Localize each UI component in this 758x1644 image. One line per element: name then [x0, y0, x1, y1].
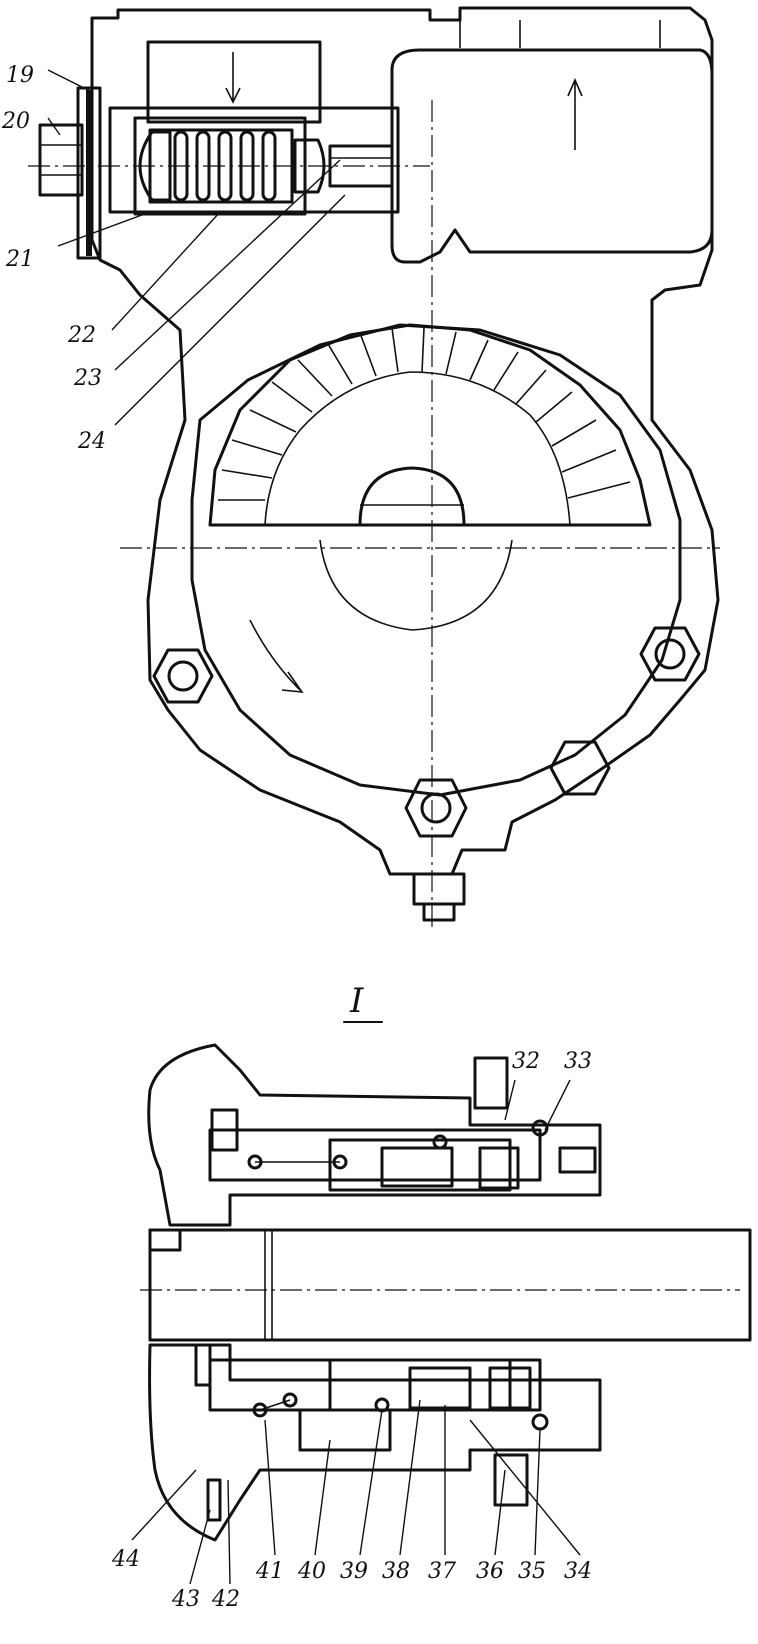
label-21: 21 — [5, 247, 34, 272]
volute-lower — [319, 539, 513, 631]
seal-parts-upper — [247, 1056, 597, 1192]
seal-ring-lower — [408, 1366, 472, 1410]
shaft-end-block — [148, 1228, 182, 1252]
part-numbers-top: 19 20 21 22 23 24 — [1, 63, 106, 454]
bolt-left — [152, 648, 214, 704]
label-43: 43 — [171, 1587, 200, 1612]
label-23: 23 — [73, 366, 102, 391]
label-39: 39 — [340, 1559, 368, 1584]
seal-housing-lower — [148, 1343, 602, 1542]
shaft — [148, 1228, 752, 1342]
outlet-cavity — [390, 48, 714, 264]
flange-upper — [473, 1056, 509, 1110]
label-33: 33 — [564, 1049, 592, 1074]
label-36: 36 — [476, 1559, 504, 1584]
leader-lines-bottom — [131, 1079, 581, 1585]
label-19: 19 — [6, 63, 34, 88]
seal-ring-upper — [380, 1146, 454, 1188]
label-20: 20 — [1, 109, 30, 134]
inlet-cavity — [146, 40, 322, 124]
housing-outer — [90, 6, 720, 876]
plug-20 — [38, 123, 84, 197]
set-screw — [558, 1146, 597, 1174]
label-41: 41 — [255, 1559, 284, 1584]
label-37: 37 — [428, 1559, 456, 1584]
pump-housing-section — [28, 6, 720, 930]
seal-housing-upper — [147, 1043, 602, 1227]
seal-parts-lower — [252, 1358, 549, 1507]
bolt-lower-right — [549, 740, 611, 796]
label-38: 38 — [382, 1559, 410, 1584]
impeller-vanes — [218, 327, 631, 501]
spring-seat — [138, 130, 172, 202]
view-caption-group: I — [343, 981, 383, 1023]
cover-bolts — [152, 626, 701, 838]
outflow-arrow — [567, 78, 583, 150]
housing-inner-cavity — [190, 323, 682, 797]
seal-ring-upper-2 — [478, 1146, 520, 1190]
gasket — [86, 90, 92, 256]
valve-bore — [108, 106, 400, 214]
label-42: 42 — [211, 1587, 240, 1612]
rotation-arrow — [249, 619, 304, 693]
bolt-right — [639, 626, 701, 682]
leader-lines-top — [47, 69, 346, 426]
label-24: 24 — [77, 429, 106, 454]
impeller — [208, 323, 652, 693]
drain-plug — [412, 872, 466, 906]
seal-ring-lower-2 — [488, 1366, 532, 1410]
plug-flange-19 — [76, 86, 102, 260]
label-40: 40 — [297, 1559, 326, 1584]
inflow-arrow — [225, 52, 241, 104]
bushing-lower — [194, 1343, 212, 1387]
impeller-hub — [358, 466, 466, 527]
label-34: 34 — [564, 1559, 592, 1584]
label-35: 35 — [518, 1559, 546, 1584]
view-caption: I — [349, 981, 364, 1021]
flange-lower — [493, 1453, 529, 1507]
label-44: 44 — [111, 1547, 140, 1572]
label-22: 22 — [67, 323, 96, 348]
shaft-seal-section — [140, 1043, 752, 1542]
gasket-lower — [206, 1478, 222, 1522]
spacer-40 — [298, 1408, 392, 1452]
valve-ball — [293, 138, 326, 194]
bushing-upper — [210, 1108, 239, 1152]
part-numbers-bottom: 32 33 44 41 40 39 38 37 36 35 34 43 42 — [111, 1049, 592, 1612]
label-32: 32 — [512, 1049, 540, 1074]
bolt-bottom — [404, 778, 468, 838]
